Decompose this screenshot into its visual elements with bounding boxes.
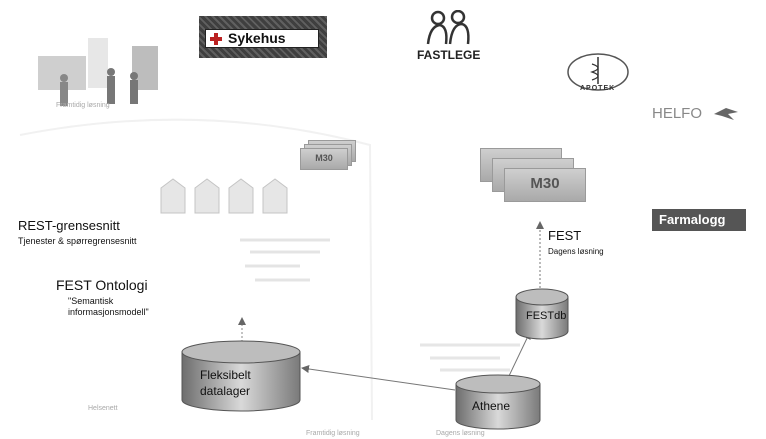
athene-to-datalager-arrow — [302, 368, 455, 390]
athene-database: Athene — [454, 374, 542, 430]
future-caption: Framtidig løsning — [306, 430, 360, 437]
fleksibelt-label-line-1: Fleksibelt — [200, 368, 251, 382]
fleksibelt-datalager-database: Fleksibelt datalager — [180, 340, 302, 412]
festdb-label: FESTdb — [526, 310, 566, 322]
current-caption: Dagens løsning — [436, 430, 485, 437]
athene-label: Athene — [472, 399, 510, 413]
fleksibelt-label-line-2: datalager — [200, 384, 250, 398]
festdb-database: FESTdb — [514, 288, 570, 340]
